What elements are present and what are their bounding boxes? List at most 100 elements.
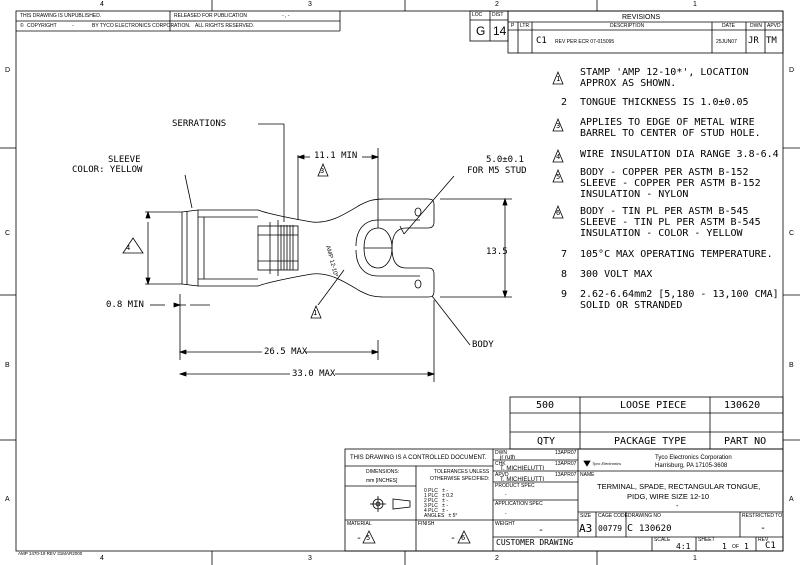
note-6-line-3: INSULATION - COLOR - YELLOW [580, 228, 743, 239]
note-5-number: 5 [556, 173, 561, 181]
zone-row-a-right: A [789, 496, 794, 503]
flag-3-drawing: 3 [320, 167, 325, 175]
dim-5-0: 5.0±0.1 [486, 155, 524, 165]
parts-qty: 500 [536, 400, 555, 411]
dim-13-5: 13.5 [486, 247, 508, 257]
flag-1-drawing: 1 [313, 309, 318, 317]
zone-col-4-bottom: 4 [100, 555, 104, 562]
note-2-number: 2 [561, 97, 568, 108]
tolerance-angles: ANGLES ± 5° [424, 513, 458, 519]
zone-col-3: 3 [308, 1, 312, 8]
rev-dwn: JR [748, 36, 759, 46]
revisions-title: REVISIONS [622, 14, 661, 21]
tolerance-row-1: 1 PLC ± 0.2 [424, 493, 454, 499]
note-6-line-2: SLEEVE - TIN PL PER ASTM B-545 [580, 217, 761, 228]
restricted-to-label: RESTRICTED TO [742, 513, 783, 519]
material-dash: - [356, 533, 363, 544]
loc-label: LOC [472, 12, 483, 18]
tolerance-row-3: 3 PLC ± - [424, 503, 448, 509]
zone-col-2: 2 [495, 1, 499, 8]
finish-flag: 6 [461, 534, 466, 542]
zone-col-1: 1 [693, 1, 697, 8]
part-name-line-1: TERMINAL, SPADE, RECTANGULAR TONGUE, [597, 482, 761, 491]
released-note: RELEASED FOR PUBLICATION [174, 13, 247, 19]
label-sleeve: SLEEVE [108, 155, 141, 165]
rights-reserved: ALL RIGHTS RESERVED. [195, 23, 255, 29]
rev-col-date: DATE [722, 23, 735, 29]
unpublished-note: THIS DRAWING IS UNPUBLISHED. [20, 13, 102, 19]
sheet-number: 1 [722, 542, 727, 551]
finish-label: FINISH [418, 521, 435, 527]
rev-col-apvd: APVD [767, 23, 781, 29]
form-reference: AMP 1470-19 REV 31MAR2000 [18, 551, 83, 556]
sheet-total: 1 [744, 542, 749, 551]
part-name-line-3: - [676, 501, 679, 510]
cage-code-label: CAGE CODE [598, 513, 629, 519]
zone-row-c: C [5, 230, 11, 237]
zone-row-d: D [5, 67, 11, 74]
tolerance-row-0: 0 PLC ± - [424, 488, 448, 494]
zone-row-b-right: B [789, 362, 794, 369]
dwn-label: DWN [495, 450, 507, 456]
note-5-line-3: INSULATION - NYLON [580, 189, 689, 200]
size-value: A3 [579, 522, 593, 535]
scale-label: SCALE [654, 537, 671, 543]
restricted-to-value: - [760, 523, 767, 534]
dim-11-1-min: 11.1 MIN [314, 151, 358, 161]
rev-ltr: C1 [536, 36, 547, 46]
application-spec-label: APPLICATION SPEC [495, 501, 543, 507]
copyright-dash: - [72, 23, 74, 29]
flag-4-drawing: 4 [126, 244, 131, 252]
note-6-line-1: BODY - TIN PL PER ASTM B-545 [580, 206, 749, 217]
chk-name: T. MICHIELUTTI [500, 466, 545, 472]
scale-value: 4:1 [676, 542, 691, 551]
apvd-label: APVD [495, 472, 509, 478]
zone-row-d-right: D [789, 67, 795, 74]
product-spec-value: - [505, 492, 507, 498]
note-5-line-1: BODY - COPPER PER ASTM B-152 [580, 167, 749, 178]
note-9-number: 9 [561, 289, 568, 300]
note-3-number: 3 [556, 122, 561, 130]
dwn-name: jr ruth [500, 455, 516, 461]
note-9-line-2: SOLID OR STRANDED [580, 300, 683, 311]
rev-description: REV PER ECR 07-015095 [555, 39, 615, 45]
loc-value: G [476, 24, 486, 38]
dwn-date: 13APR07 [555, 450, 577, 456]
weight-value: - [538, 525, 545, 536]
tolerance-row-2: 2 PLC ± - [424, 498, 448, 504]
released-marks: - , - [282, 13, 290, 19]
cage-code-value: 00779 [598, 524, 623, 533]
company-name: Tyco Electronics Corporation [655, 455, 732, 461]
drawing-no-value: 130620 [639, 524, 672, 534]
tolerances-label: TOLERANCES UNLESS [434, 469, 490, 475]
company-logo-text: Tyco Electronics [592, 461, 622, 466]
note-3-line-1: APPLIES TO EDGE OF METAL WIRE [580, 117, 755, 128]
note-4-line-1: WIRE INSULATION DIA RANGE 3.8-6.4 [580, 149, 779, 160]
label-body: BODY [472, 340, 494, 350]
zone-row-b: B [5, 362, 10, 369]
note-9-line-1: 2.62-6.64mm2 [5,180 - 13,100 CMA] [580, 289, 779, 300]
note-2-line-1: TONGUE THICKNESS IS 1.0±0.05 [580, 97, 749, 108]
tolerances-otherwise: OTHERWISE SPECIFIED: [430, 476, 490, 482]
apvd-name: T. MICHIELUTTI [500, 477, 545, 483]
dim-33-0-max: 33.0 MAX [292, 369, 336, 379]
note-1-number: 1 [556, 75, 561, 83]
material-label: MATERIAL [347, 521, 372, 527]
note-1-line-2: APPROX AS SHOWN. [580, 78, 677, 89]
rev-label: REV [758, 537, 769, 543]
tolerance-row-4: 4 PLC ± - [424, 508, 448, 514]
label-serrations: SERRATIONS [172, 119, 227, 129]
label-sleeve-color: COLOR: YELLOW [72, 165, 143, 175]
parts-part-no-label: PART NO [724, 436, 767, 447]
note-1-line-1: STAMP 'AMP 12-10*', LOCATION [580, 67, 749, 78]
dim-0-8-min: 0.8 MIN [106, 300, 144, 310]
size-label: SIZE [580, 513, 592, 519]
weight-label: WEIGHT [495, 521, 515, 527]
name-label: NAME [580, 472, 595, 478]
dist-value: 14 [493, 24, 507, 38]
dimensions-label: DIMENSIONS: [366, 469, 400, 475]
dimensions-units: mm [INCHES] [366, 478, 398, 484]
sheet-border [15, 10, 784, 552]
sheet-label: SHEET [698, 537, 715, 543]
